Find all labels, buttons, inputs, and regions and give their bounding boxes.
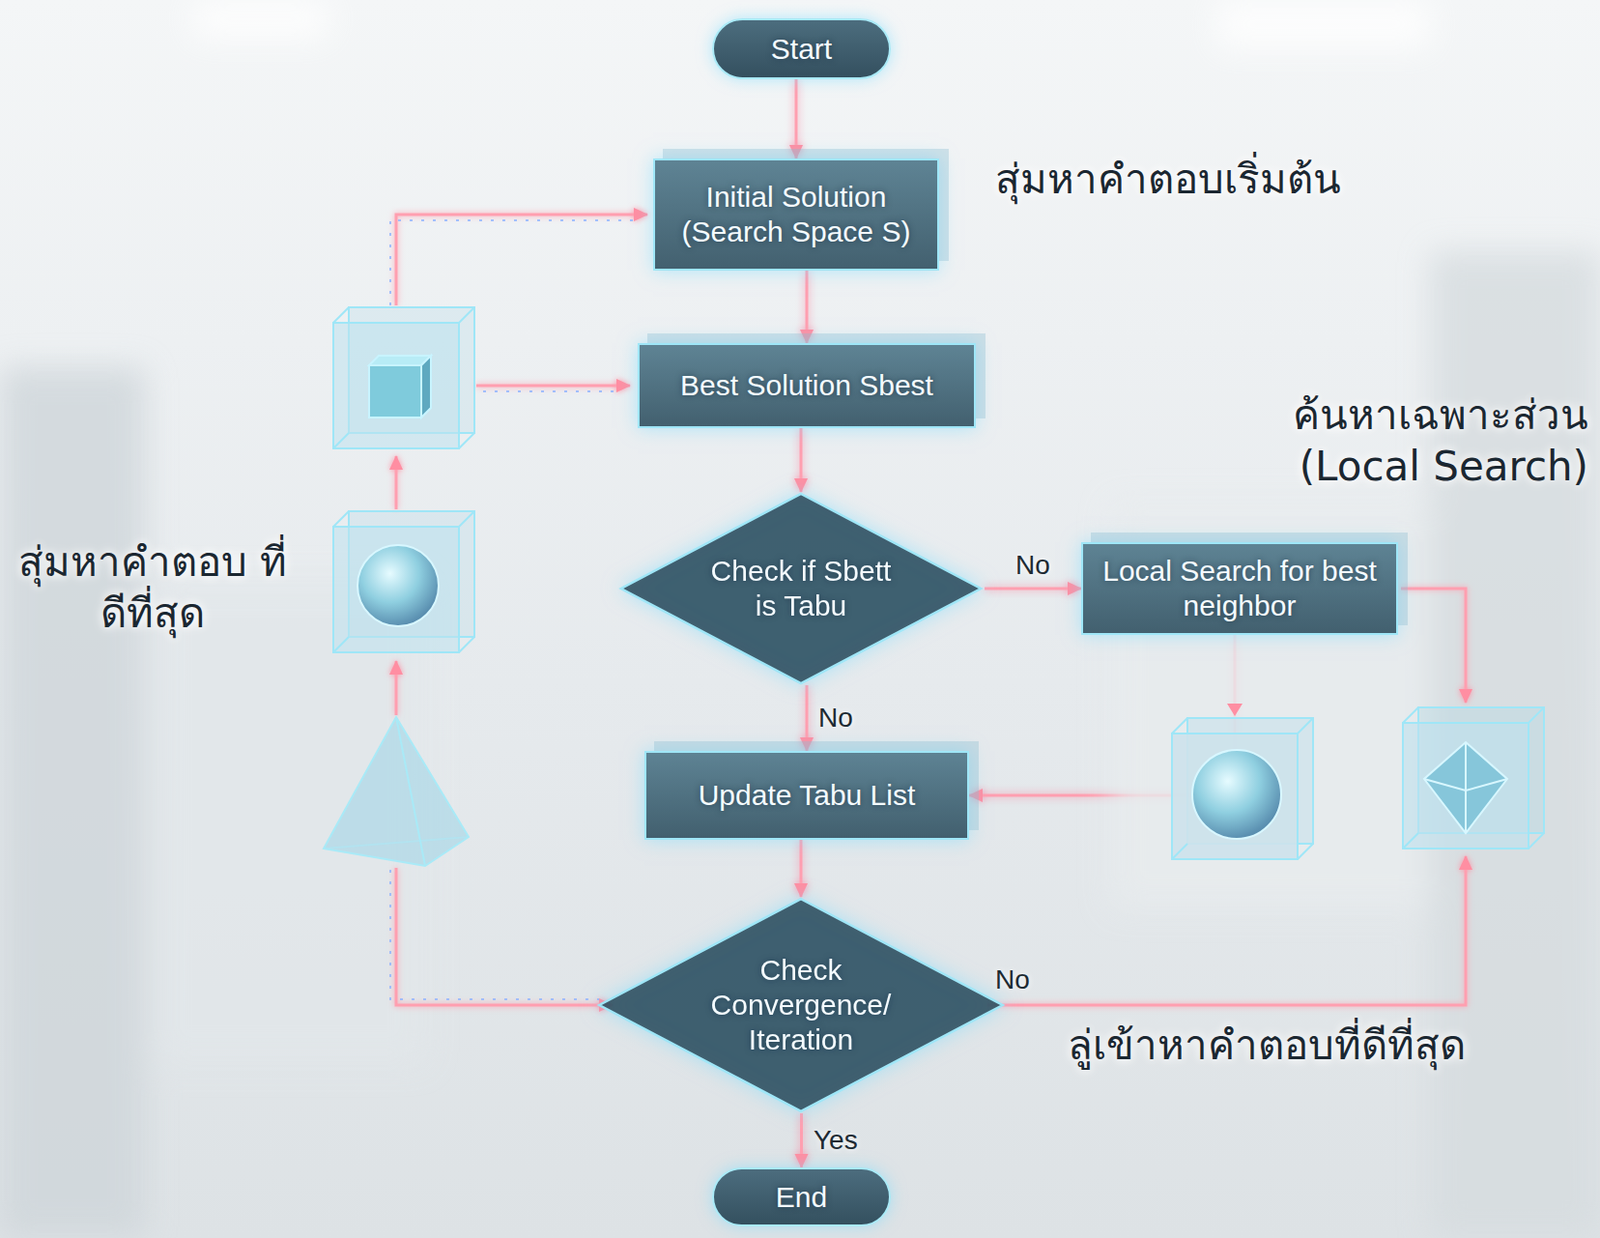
background-room [193, 0, 329, 39]
glass-cube-icon [458, 307, 475, 323]
sphere-cube-icon [1192, 749, 1282, 839]
node-text: Best Solution Sbest [680, 368, 934, 403]
crystal-cube-icon [1402, 707, 1544, 849]
flow-arrow [805, 270, 809, 343]
sphere-cube-icon [1171, 717, 1188, 734]
process-box: Best Solution Sbest [637, 342, 976, 429]
diamond-outline [617, 491, 985, 686]
arrow-head [1227, 703, 1243, 716]
crystal-cube-icon [1464, 742, 1467, 833]
flow-line [395, 456, 399, 510]
branch-label: Yes [813, 1124, 858, 1156]
pyramid-icon [323, 836, 469, 849]
node-text: Local Search for best neighbor [1100, 553, 1379, 624]
diamond-text-area: Check Convergence/ Iteration [694, 952, 908, 1058]
flow-line [395, 660, 399, 715]
crystal-cube-icon [1528, 832, 1544, 849]
crystal-cube-icon [1402, 832, 1419, 849]
pyramid-icon [396, 716, 426, 866]
node-text: Check Convergence/ Iteration [694, 952, 908, 1058]
process-box: Initial Solution (Search Space S) [653, 158, 940, 271]
node-text: End [775, 1179, 828, 1215]
crystal-cube-icon [1402, 722, 1529, 849]
arrow-head [1227, 703, 1243, 716]
flow-line [476, 384, 630, 388]
sphere-cube-icon [1171, 733, 1298, 859]
process-box: Update Tabu List [644, 750, 970, 840]
flow-arrow [805, 685, 809, 751]
sphere-cube-icon [458, 636, 475, 653]
flow-line [396, 214, 1466, 1005]
annotation-text: ลู่เข้าหาคำตอบที่ดีที่สุด [1067, 1020, 1466, 1072]
branch-label: No [818, 702, 854, 734]
terminal-pill: Start [712, 18, 891, 80]
flow-line [987, 856, 1466, 1005]
annotation-text: สุ่มหาคำตอบเริ่มต้น [995, 154, 1342, 206]
glass-cube-icon [421, 355, 431, 418]
sphere-cube-icon [333, 526, 459, 653]
crystal-cube-icon [1528, 707, 1544, 723]
glass-cube-icon [333, 322, 459, 449]
glass-cube-icon [333, 307, 475, 449]
diamond-shape [621, 493, 981, 684]
pyramid-icon [323, 716, 469, 866]
sphere-cube-icon [1297, 717, 1314, 734]
flow-arrow [800, 839, 803, 897]
glass-cube-icon [333, 432, 349, 449]
annotation-text: ค้นหาเฉพาะส่วน (Local Search) [1221, 390, 1589, 492]
flow-arrow [984, 587, 1082, 591]
sphere-cube-icon [333, 511, 475, 653]
glass-cube-icon [458, 432, 475, 449]
branch-label: No [995, 964, 1030, 996]
decision-diamond: Check Convergence/ Iteration [595, 896, 1007, 1114]
node-text: Update Tabu List [698, 777, 916, 813]
data-dots [390, 220, 638, 306]
flow-arrow [795, 79, 799, 159]
data-dots [390, 869, 600, 1000]
background-room [1217, 0, 1430, 49]
flow-arrow [800, 428, 803, 492]
sphere-cube-icon [1297, 843, 1314, 859]
glass-cube-icon [333, 307, 349, 323]
flow-line [1400, 588, 1466, 703]
sphere-cube-icon [1171, 717, 1314, 859]
data-dots [483, 390, 619, 393]
sphere-cube-icon [1171, 843, 1188, 859]
node-text: Initial Solution (Search Space S) [672, 179, 920, 250]
sphere-cube-icon [458, 511, 475, 527]
decision-diamond: Check if Sbett is Tabu [617, 491, 985, 686]
background-room [0, 367, 145, 1237]
sphere-cube-icon [357, 544, 439, 627]
branch-label: No [1015, 549, 1051, 581]
node-text: Check if Sbett is Tabu [704, 553, 898, 624]
node-text: Start [771, 31, 832, 67]
terminal-pill: End [712, 1167, 891, 1227]
crystal-cube-icon [1402, 707, 1419, 723]
annotation-text: สุ่มหาคำตอบ ที่ดีที่สุด [7, 537, 298, 639]
flow-arrow [800, 1113, 803, 1168]
sphere-cube-icon [333, 511, 349, 527]
sphere-cube-icon [333, 636, 349, 653]
glass-cube-icon [369, 365, 422, 418]
diamond-shape [599, 898, 1002, 1112]
flow-line [396, 214, 648, 306]
diamond-text-area: Check if Sbett is Tabu [704, 553, 898, 624]
process-box: Local Search for best neighbor [1081, 542, 1399, 635]
flow-line [396, 867, 613, 1005]
pyramid-icon [323, 716, 469, 866]
crystal-cube-icon [1424, 742, 1508, 833]
